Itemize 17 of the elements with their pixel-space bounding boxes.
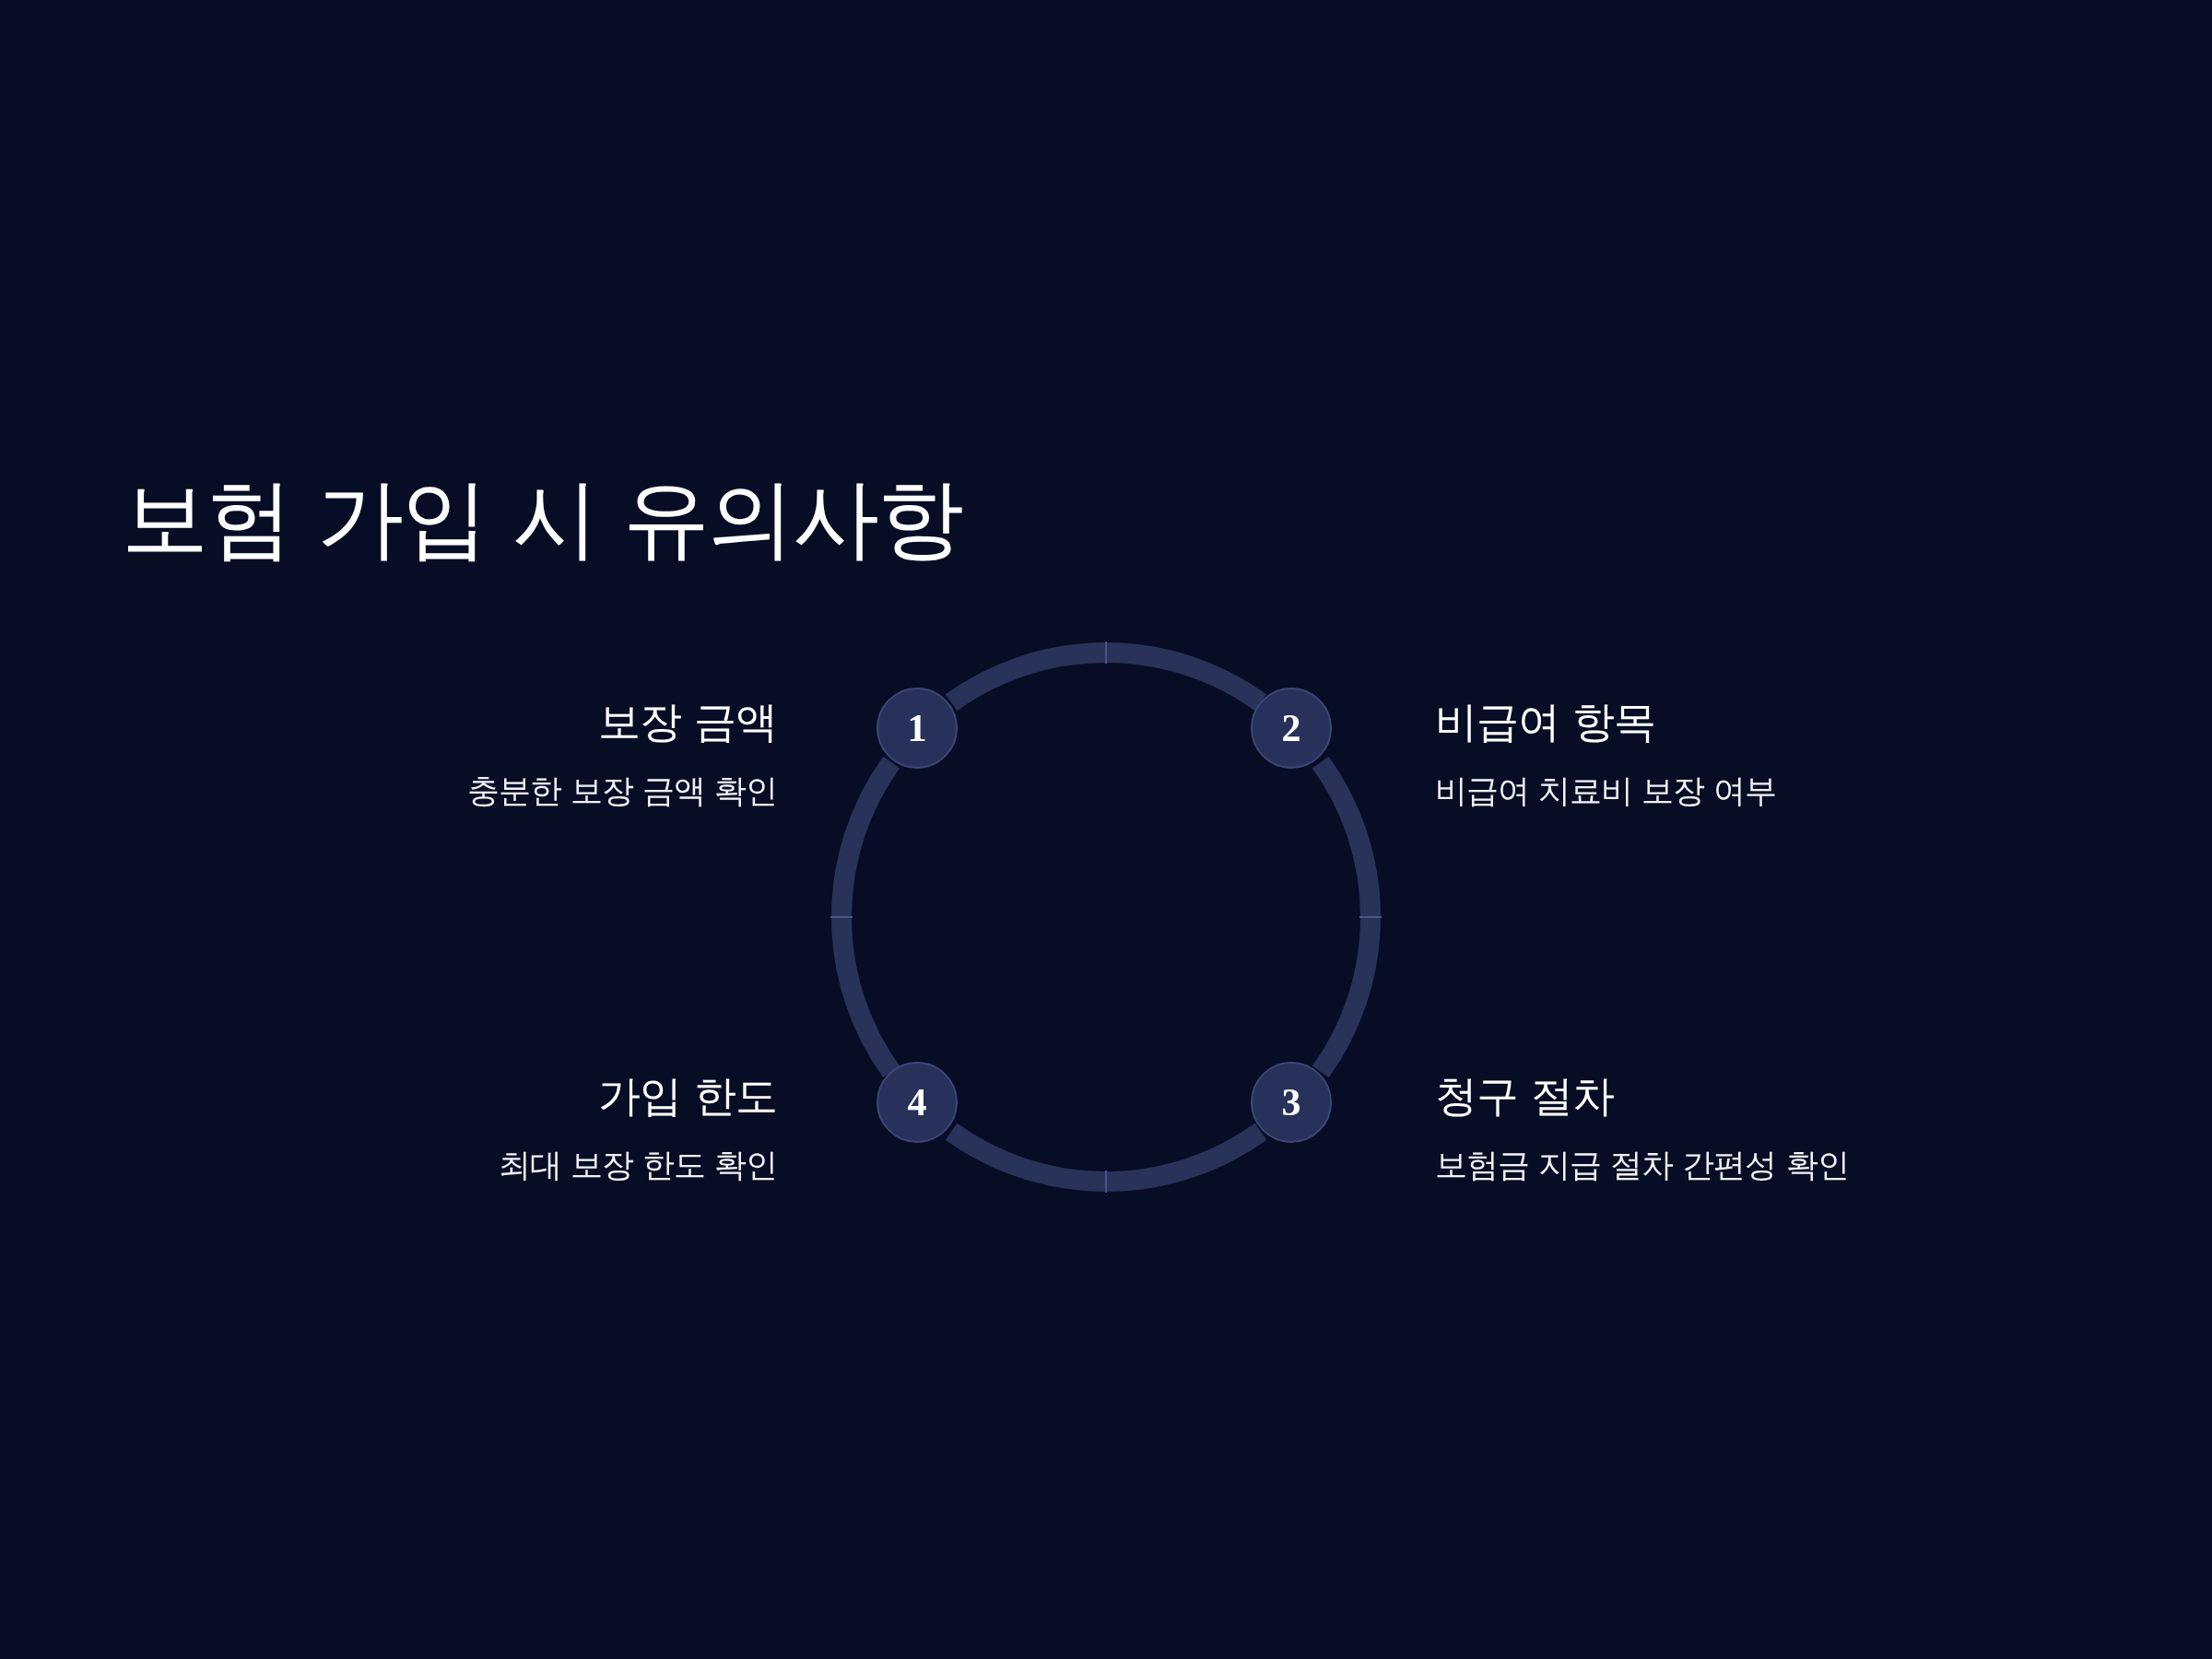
item-description: 보험금 지급 절차 간편성 확인 (1435, 1146, 1849, 1185)
slide-title: 보험 가입 시 유의사항 (122, 467, 962, 571)
ring-arc-connector (1312, 757, 1381, 1077)
ring-arc-connector (831, 757, 900, 1077)
item-description: 비급여 치료비 보장 여부 (1435, 771, 1777, 811)
item-heading: 비급여 항목 (1435, 697, 1655, 748)
item-description: 충분한 보장 금액 확인 (466, 771, 777, 811)
item-heading: 보장 금액 (598, 697, 777, 748)
item-heading: 가입 한도 (598, 1070, 777, 1123)
number-circle: 2 (1250, 688, 1332, 770)
ring-arc-connector (946, 642, 1266, 712)
number-circle: 1 (877, 688, 959, 770)
item-heading: 청구 절차 (1435, 1070, 1614, 1123)
number-circle: 4 (877, 1061, 959, 1143)
ring-arc-connector (946, 1123, 1266, 1192)
item-description: 최대 보장 한도 확인 (498, 1146, 777, 1185)
number-circle: 3 (1250, 1061, 1332, 1143)
